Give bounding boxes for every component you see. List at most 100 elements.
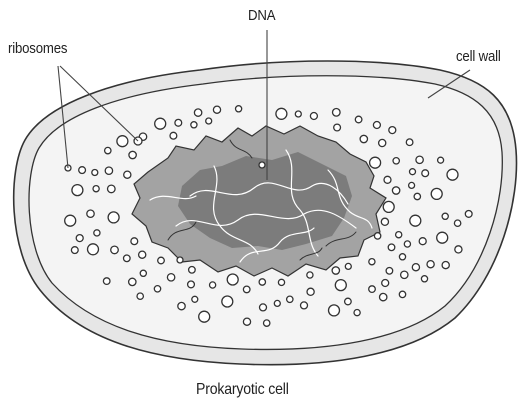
- ribosome: [191, 122, 197, 128]
- ribosome: [307, 288, 314, 295]
- ribosome: [431, 188, 442, 199]
- ribosome: [194, 109, 201, 116]
- ribosome: [222, 296, 233, 307]
- ribosome: [189, 267, 196, 274]
- ribosome: [412, 264, 419, 271]
- ribosome: [260, 304, 267, 311]
- ribosome: [93, 186, 99, 192]
- ribosome: [409, 182, 415, 188]
- ribosome: [154, 286, 160, 292]
- ribosome: [71, 247, 78, 254]
- ribosome: [399, 254, 405, 260]
- ribosome: [442, 262, 449, 269]
- ribosome: [454, 220, 460, 226]
- ribosome: [155, 118, 166, 129]
- ribosome: [422, 170, 429, 177]
- ribosome: [72, 185, 83, 196]
- ribosome: [379, 139, 386, 146]
- ribosome: [108, 212, 119, 223]
- ribosome: [192, 296, 198, 302]
- ribosome: [129, 278, 136, 285]
- ribosome: [243, 286, 250, 293]
- ribosome: [177, 257, 183, 263]
- ribosome: [301, 302, 308, 309]
- ribosome: [369, 286, 376, 293]
- ribosome: [295, 111, 301, 117]
- ribosome: [410, 215, 421, 226]
- ribosome: [274, 300, 280, 306]
- ribosome: [384, 176, 391, 183]
- ribosome: [381, 218, 388, 225]
- ribosome: [419, 238, 426, 245]
- ribosome: [421, 276, 427, 282]
- ribosome: [360, 135, 367, 142]
- dna-label: DNA: [248, 7, 275, 24]
- ribosome: [414, 193, 420, 199]
- ribosome: [264, 320, 270, 326]
- ribosome: [438, 157, 444, 163]
- ribosome: [103, 278, 110, 285]
- ribosome: [276, 108, 287, 119]
- ribosome: [332, 267, 339, 274]
- ribosome: [178, 302, 185, 309]
- ribosome: [278, 279, 284, 285]
- ribosome: [370, 157, 381, 168]
- cell-wall-label: cell wall: [456, 48, 501, 65]
- ribosome: [307, 272, 313, 278]
- ribosome: [65, 215, 76, 226]
- ribosome: [334, 124, 341, 131]
- ribosome: [199, 311, 210, 322]
- ribosome: [139, 251, 146, 258]
- ribosome: [335, 280, 346, 291]
- ribosome: [406, 139, 413, 146]
- ribosome: [94, 230, 100, 236]
- ribosome: [111, 246, 119, 254]
- ribosome: [447, 169, 458, 180]
- ribosome: [393, 158, 399, 164]
- ribosome: [382, 280, 389, 287]
- ribosome: [389, 127, 396, 134]
- ribosome: [158, 257, 165, 264]
- ribosome: [416, 156, 423, 163]
- ribosome: [259, 279, 265, 285]
- ribosomes-label: ribosomes: [8, 40, 67, 57]
- ribosome: [287, 296, 293, 302]
- ribosome: [427, 261, 434, 268]
- ribosome: [404, 241, 410, 247]
- ribosome: [333, 109, 341, 117]
- ribosome: [329, 305, 340, 316]
- ribosome: [117, 136, 128, 147]
- ribosome: [401, 271, 408, 278]
- ribosome: [373, 122, 380, 129]
- ribosome: [259, 162, 265, 168]
- ribosome: [355, 116, 362, 123]
- ribosome: [345, 263, 351, 269]
- ribosome: [243, 318, 250, 325]
- ribosome: [386, 268, 393, 275]
- ribosome: [210, 282, 216, 288]
- ribosome: [137, 293, 143, 299]
- ribosome: [399, 291, 405, 297]
- ribosome: [310, 113, 317, 120]
- ribosome: [170, 132, 177, 139]
- ribosome: [88, 244, 99, 255]
- ribosome: [92, 170, 98, 176]
- ribosome: [167, 274, 174, 281]
- ribosome: [131, 238, 138, 245]
- ribosome: [442, 213, 448, 219]
- ribosome: [175, 119, 182, 126]
- ribosome: [345, 298, 352, 305]
- ribosome: [380, 293, 387, 300]
- ribosome: [374, 233, 380, 239]
- ribosome: [396, 232, 402, 238]
- ribosome: [87, 210, 94, 217]
- ribosome: [124, 255, 131, 262]
- diagram-caption: Prokaryotic cell: [196, 381, 289, 399]
- ribosome: [354, 310, 360, 316]
- ribosome: [105, 167, 112, 174]
- ribosome: [236, 106, 242, 112]
- ribosome: [129, 151, 136, 158]
- ribosome: [76, 235, 83, 242]
- ribosome: [124, 171, 131, 178]
